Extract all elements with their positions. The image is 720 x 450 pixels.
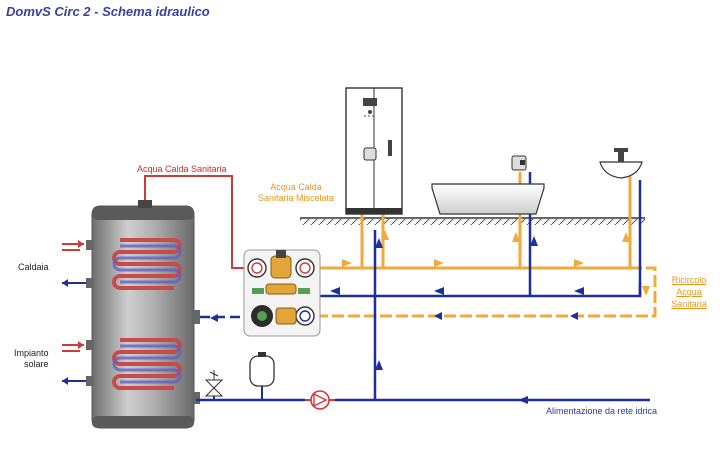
ricircolo-label-1: Ricircolo [671, 275, 707, 285]
mixing-valve-icon [247, 250, 315, 295]
storage-tank [86, 200, 200, 429]
pump-icon [251, 305, 315, 327]
ricircolo-label-3: Sanitaria [671, 299, 707, 309]
cold-flow-arrows [210, 236, 584, 370]
shower-icon [345, 87, 403, 215]
supply-flow-arrow [518, 396, 528, 404]
acsm-label-1: Acqua Calda [270, 182, 322, 192]
acs-label: Acqua Calda Sanitaria [137, 164, 227, 174]
caldaia-label: Caldaia [18, 262, 49, 272]
check-valve-icon [305, 390, 335, 410]
ricircolo-label-2: Acqua [676, 287, 702, 297]
alimentazione-label: Alimentazione da rete idrica [546, 406, 658, 416]
mixed-flow-arrows [342, 230, 650, 296]
boiler-connections [62, 240, 86, 287]
page-title: DomvS Circ 2 - Schema idraulico [6, 4, 210, 19]
solar-connections [62, 341, 86, 385]
hot-water-pipe [144, 175, 248, 269]
expansion-vessel-icon [249, 352, 275, 387]
washbasin-icon [599, 148, 643, 179]
impianto-label-2: solare [24, 359, 49, 369]
bathtub-icon [431, 155, 545, 215]
mixing-module [243, 249, 321, 337]
boiler-coil-icon [112, 238, 182, 290]
safety-valve-icon [204, 370, 224, 397]
impianto-label-1: Impianto [14, 348, 49, 358]
solar-coil-icon [112, 338, 182, 390]
acsm-label-2: Sanitaria Miscelata [257, 193, 335, 203]
floor [300, 217, 645, 225]
